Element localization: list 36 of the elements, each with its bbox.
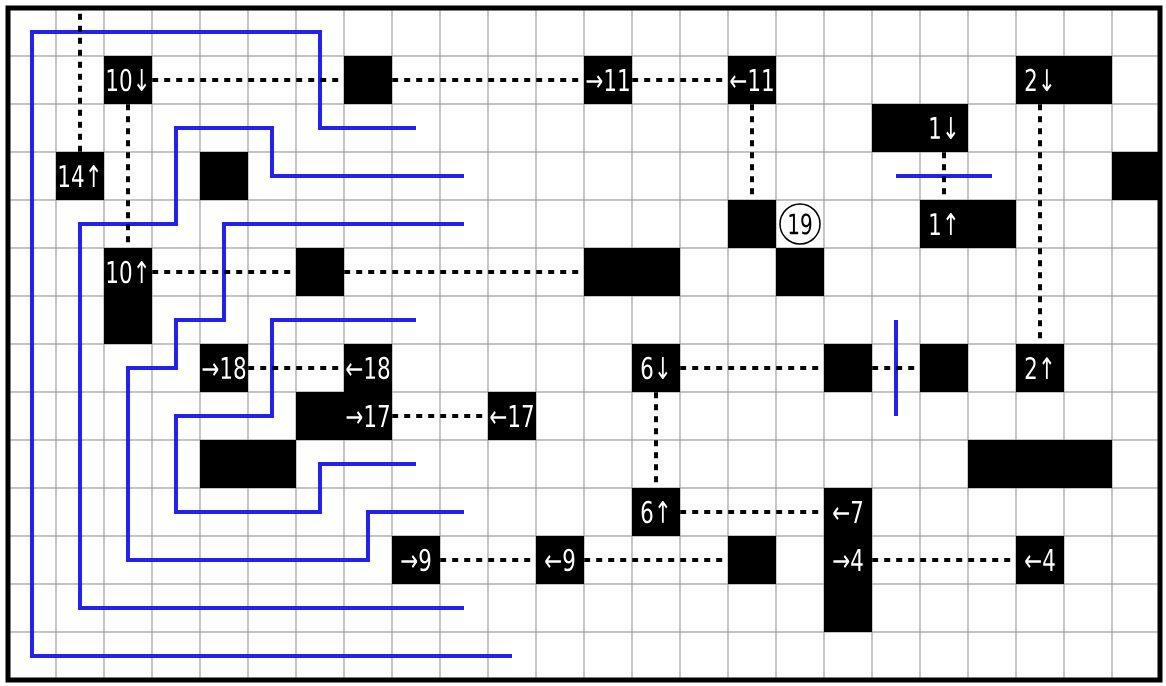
clue-cell: →11: [584, 56, 632, 104]
clue-cell: ←11: [728, 56, 776, 104]
clue-cell: 6↑: [632, 488, 680, 536]
shaded-cell: [920, 344, 968, 392]
clue-cell: 10↓: [104, 56, 152, 104]
clue-cell: →9: [392, 536, 440, 584]
shaded-cell: [296, 248, 344, 296]
clue-cell: 14↑: [56, 152, 104, 200]
clue-cell: ←9: [536, 536, 584, 584]
shaded-cell: [728, 536, 776, 584]
shaded-cell: [968, 440, 1112, 488]
clue-cell: 1↓: [872, 104, 968, 152]
clue-cell: →4: [824, 536, 872, 584]
clue-cell: 1↑: [920, 200, 1016, 248]
node-label: ←18: [346, 356, 390, 380]
clue-cell: 2↓: [1016, 56, 1112, 104]
clue-cell: ←18: [344, 344, 392, 392]
clue-cell: ←4: [1016, 536, 1064, 584]
clue-cell: →18: [200, 344, 248, 392]
shaded-cell: [1112, 152, 1160, 200]
shaded-cell: [344, 56, 392, 104]
shaded-cell: [200, 152, 248, 200]
clue-cell: ←17: [488, 392, 536, 440]
shaded-cell: [200, 440, 296, 488]
node-label: →4: [833, 549, 863, 571]
shaded-cell: [824, 344, 872, 392]
shaded-cell: [824, 584, 872, 632]
clue-cell: ←7: [824, 488, 872, 536]
circled-number: 19: [779, 203, 821, 245]
clue-cell: 10↑: [104, 248, 152, 344]
shaded-cell: [728, 200, 776, 248]
clue-cell: 2↑: [1016, 344, 1064, 392]
clue-cell: 6↓: [632, 344, 680, 392]
shaded-cell: [584, 248, 680, 296]
node-label: ←7: [833, 501, 863, 523]
shaded-cell: [776, 248, 824, 296]
